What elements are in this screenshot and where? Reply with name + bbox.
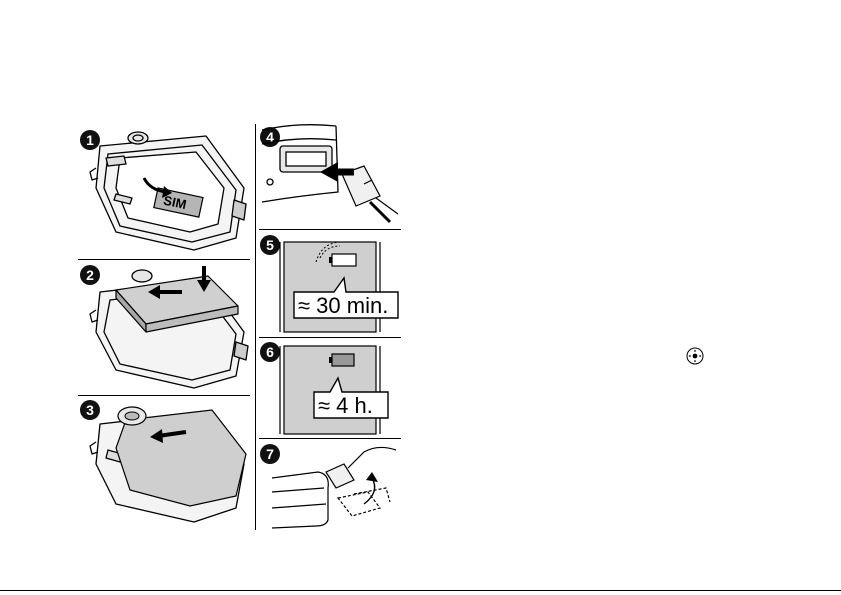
- back-cover-illustration: [86, 398, 251, 528]
- step-number-5: 5: [260, 235, 280, 255]
- column-divider: [255, 124, 256, 530]
- charging-4h-illustration: ≈ 4 h.: [278, 344, 402, 436]
- charge-time-30: ≈ 30 min.: [298, 293, 388, 318]
- page-bottom-rule: [0, 590, 841, 591]
- step-divider-6-7: [259, 438, 401, 439]
- sim-insert-illustration: SIM: [86, 128, 251, 256]
- navigation-key-icon: [686, 347, 704, 365]
- charging-30-illustration: ≈ 30 min.: [278, 238, 402, 334]
- battery-full-icon: [329, 354, 354, 366]
- step-number-6: 6: [260, 342, 280, 362]
- charger-plug-illustration: [258, 122, 403, 227]
- step-divider-2-3: [78, 395, 250, 396]
- step-divider-1-2: [78, 259, 250, 260]
- battery-insert-illustration: [86, 262, 251, 392]
- step-divider-5-6: [259, 337, 401, 338]
- step-divider-4-5: [259, 229, 401, 230]
- battery-icon: [329, 254, 356, 266]
- charge-time-4h: ≈ 4 h.: [318, 393, 373, 418]
- charger-remove-illustration: [268, 442, 402, 530]
